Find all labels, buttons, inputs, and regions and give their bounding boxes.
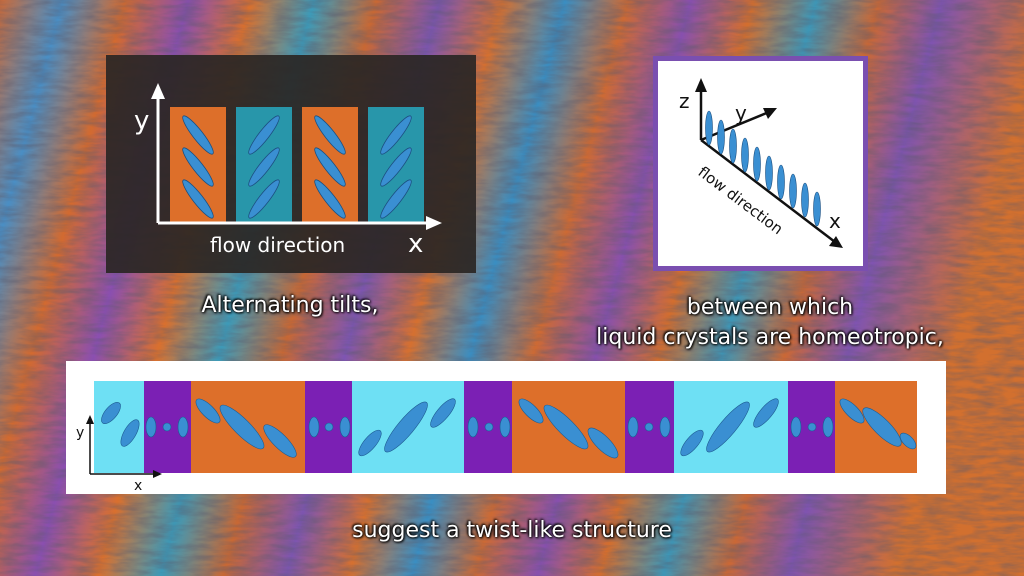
twist-structure-diagram: y x (66, 361, 946, 494)
caption-homeotropic: between which liquid crystals are homeot… (560, 293, 980, 353)
molecule (790, 416, 802, 438)
molecule (380, 115, 412, 155)
molecule (384, 401, 428, 453)
y-axis-label: y (735, 101, 747, 125)
molecule (753, 146, 761, 182)
molecule (248, 179, 280, 219)
molecule (801, 182, 809, 218)
z-axis-label: z (679, 89, 690, 113)
molecule (177, 416, 189, 438)
molecule (380, 147, 412, 187)
x-axis-label: x (408, 229, 423, 259)
x-arrowhead (426, 216, 442, 230)
molecule (543, 404, 589, 450)
molecule (308, 416, 320, 438)
y-arrowhead (86, 415, 94, 424)
molecule (765, 155, 773, 191)
y-arrowhead (151, 83, 165, 99)
molecule (314, 179, 346, 219)
molecule (484, 422, 494, 432)
molecule (120, 419, 140, 447)
molecule (659, 416, 671, 438)
molecule (263, 424, 297, 458)
molecule (813, 191, 821, 227)
molecule (219, 404, 265, 450)
molecule (741, 137, 749, 173)
molecule (358, 429, 382, 457)
molecule (899, 432, 917, 450)
molecule (339, 416, 351, 438)
molecule (753, 398, 779, 428)
molecule (729, 128, 737, 164)
molecule (822, 416, 834, 438)
molecule (705, 110, 713, 146)
molecule (314, 115, 346, 155)
molecule (182, 179, 214, 219)
molecule (314, 147, 346, 187)
molecule (182, 115, 214, 155)
molecule (706, 401, 750, 453)
axes (156, 93, 432, 225)
molecule (499, 416, 511, 438)
molecule (717, 119, 725, 155)
molecule (644, 422, 654, 432)
caption-line-2: liquid crystals are homeotropic, (596, 325, 944, 350)
molecule (195, 398, 221, 424)
molecule (777, 164, 785, 200)
molecule (248, 115, 280, 155)
molecule (324, 422, 334, 432)
molecule (248, 147, 280, 187)
molecule (627, 416, 639, 438)
x-arrowhead (153, 470, 162, 478)
x-axis-label: x (134, 478, 142, 494)
x-arrowhead (829, 236, 843, 248)
molecule (182, 147, 214, 187)
x-axis-label: x (829, 209, 841, 233)
molecule (467, 416, 479, 438)
caption-alternating-tilts: Alternating tilts, (201, 293, 379, 318)
molecule (680, 429, 704, 457)
molecule (862, 407, 902, 447)
molecule (380, 179, 412, 219)
molecule (430, 398, 456, 428)
y-axis-label: y (76, 425, 84, 441)
axes (89, 421, 156, 475)
molecule (101, 402, 121, 424)
alternating-tilts-diagram: y x flow direction (106, 55, 476, 273)
molecule (145, 416, 157, 438)
molecule (789, 173, 797, 209)
molecule (839, 398, 865, 424)
flow-direction-label: flow direction (210, 233, 345, 257)
molecule (807, 422, 817, 432)
y-axis-label: y (134, 106, 149, 136)
molecule (587, 427, 619, 459)
caption-twist-structure: suggest a twist-like structure (352, 518, 672, 543)
y-arrowhead (763, 108, 777, 119)
caption-line-1: between which (686, 295, 854, 320)
molecule (162, 422, 172, 432)
homeotropic-diagram: z y x flow direction (653, 56, 868, 271)
z-arrowhead (695, 78, 707, 92)
molecule (518, 398, 544, 424)
